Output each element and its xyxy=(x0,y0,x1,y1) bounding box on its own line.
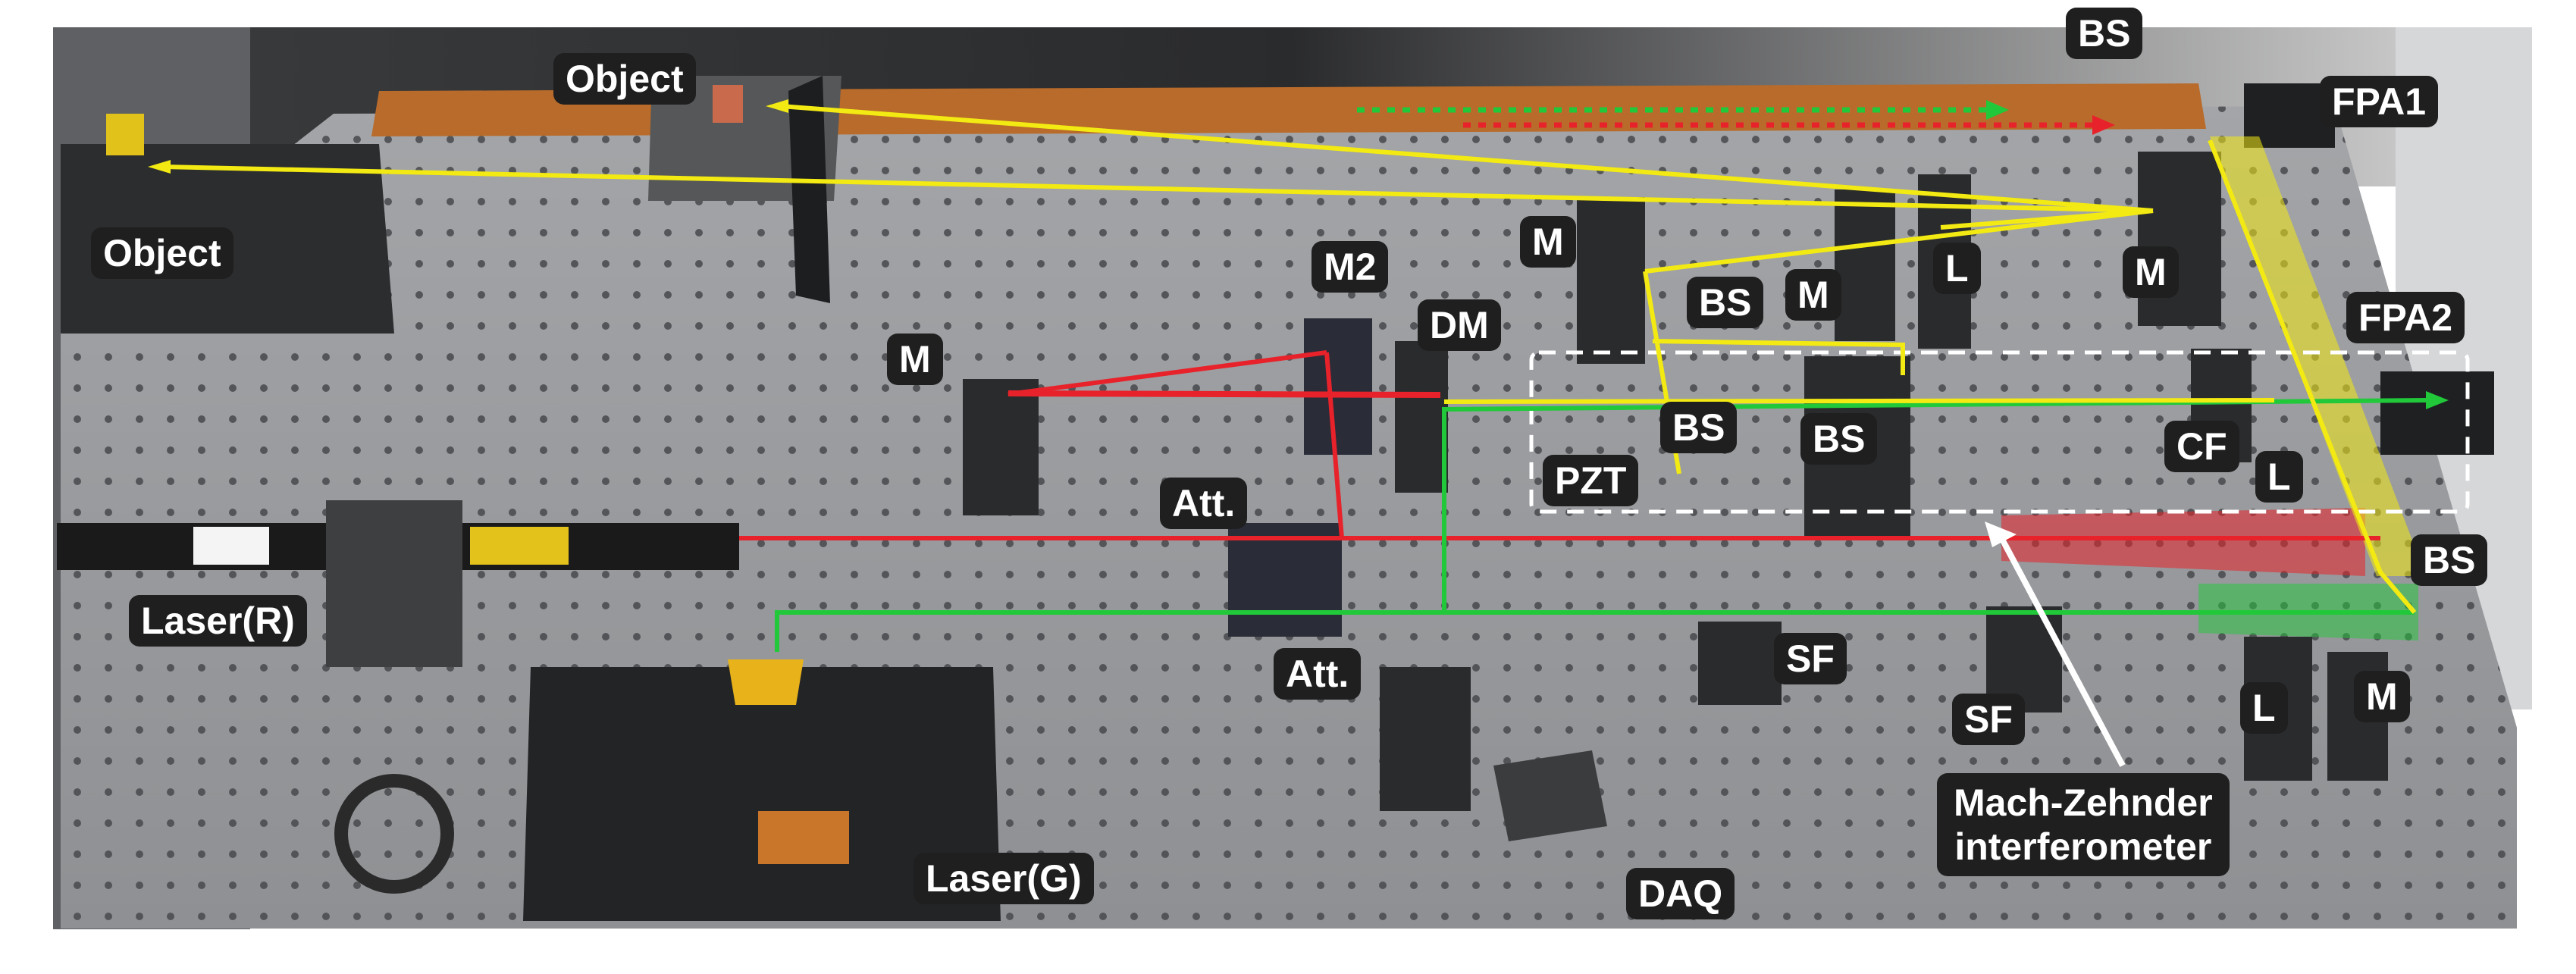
label-l-mid: L xyxy=(2255,451,2303,503)
red-beam-path xyxy=(739,350,2380,540)
yellow-beam-path xyxy=(162,104,2417,614)
mount-bs-top xyxy=(2138,152,2221,326)
label-m-upper2: M xyxy=(1785,269,1841,321)
label-m-left: M xyxy=(887,334,943,385)
green-arrow-fpa2 xyxy=(2426,391,2449,409)
object-top-shape xyxy=(713,85,743,123)
label-dm: DM xyxy=(1418,299,1501,351)
laser-r-mount xyxy=(326,500,462,667)
label-bs-right: BS xyxy=(2411,534,2488,586)
label-bs-upper: BS xyxy=(1687,277,1764,328)
mount-dm xyxy=(1395,341,1448,493)
label-laser-g: Laser(G) xyxy=(914,853,1094,904)
label-daq: DAQ xyxy=(1626,868,1735,919)
label-m2: M2 xyxy=(1312,241,1389,293)
label-l-upper: L xyxy=(1933,243,1981,294)
mount-m-upper xyxy=(1577,197,1645,364)
yellow-arrow-object-top xyxy=(766,99,788,113)
laser-r-sticker xyxy=(193,527,269,565)
laser-g-sticker xyxy=(758,811,849,864)
label-m-right-upper: M xyxy=(2123,246,2179,298)
label-fpa1: FPA1 xyxy=(2320,76,2439,127)
label-fpa2: FPA2 xyxy=(2346,292,2465,343)
label-m-lower: M xyxy=(2354,671,2410,722)
daq-box xyxy=(1493,750,1607,841)
interferometer-pointer xyxy=(1995,529,2126,767)
label-bs-mid1: BS xyxy=(1660,402,1738,453)
label-laser-r: Laser(R) xyxy=(129,595,307,647)
mount-m2 xyxy=(1304,318,1372,455)
label-pzt: PZT xyxy=(1543,455,1639,506)
green-beam-path xyxy=(775,398,2427,652)
mount-att-upper xyxy=(1228,523,1342,637)
label-cf: CF xyxy=(2164,421,2239,472)
red-dotted-arrowhead xyxy=(2092,115,2115,135)
green-dotted-arrowhead xyxy=(1986,100,2009,120)
red-beam-expanded xyxy=(2001,508,2365,576)
label-bs-top: BS xyxy=(2066,8,2143,59)
object-holder xyxy=(788,76,830,303)
object-left-shape xyxy=(106,114,144,155)
label-object-top: Object xyxy=(553,53,696,105)
label-m-upper: M xyxy=(1520,216,1576,268)
laser-r-warning xyxy=(470,527,569,565)
yellow-beam-band xyxy=(2210,136,2426,576)
interferometer-pointer-head xyxy=(1985,521,2017,547)
label-att-upper: Att. xyxy=(1160,478,1248,529)
label-mach-zehnder: Mach-Zehnder interferometer xyxy=(1937,773,2230,876)
camera-fpa2 xyxy=(2380,371,2494,455)
laser-g-warning xyxy=(728,659,804,705)
label-att-lower: Att. xyxy=(1274,648,1362,700)
label-object-left: Object xyxy=(91,227,233,279)
mount-m-upper2 xyxy=(1835,189,1895,341)
mount-att-lower xyxy=(1380,667,1471,811)
laser-g-handwheel xyxy=(334,774,454,894)
label-l-lower: L xyxy=(2240,682,2288,734)
mount-m-left xyxy=(963,379,1039,515)
label-sf-2: SF xyxy=(1952,694,2025,745)
mount-sf xyxy=(1698,622,1782,705)
laser-g-body xyxy=(523,667,1001,921)
yellow-arrow-object-left xyxy=(148,160,171,174)
label-sf-1: SF xyxy=(1774,633,1847,684)
label-bs-mid2: BS xyxy=(1800,413,1878,465)
